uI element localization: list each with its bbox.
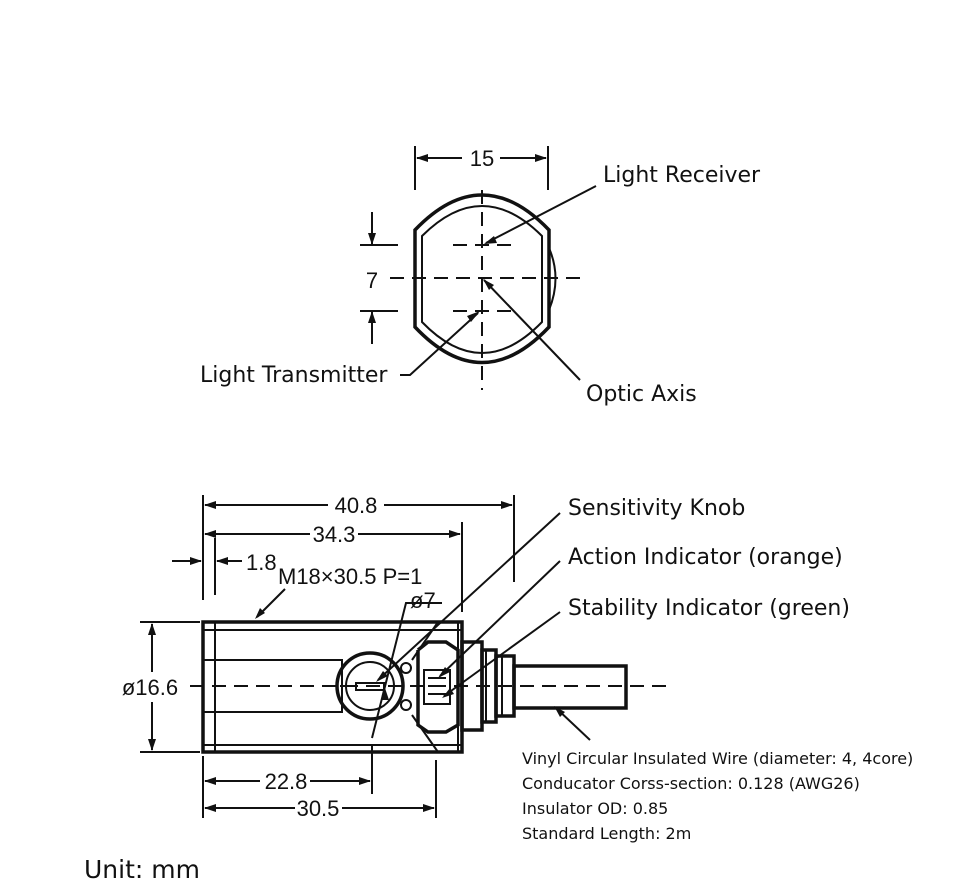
top-view: 15 7 Light Receiver Light Transmitter — [200, 146, 761, 407]
dim-total-label: 40.8 — [335, 493, 378, 518]
leader-optic-axis: Optic Axis — [483, 279, 697, 407]
dim-front-22-8: 22.8 — [202, 744, 373, 818]
label-optic-axis: Optic Axis — [586, 382, 697, 407]
wire-note-line: Standard Length: 2m — [522, 824, 691, 843]
dim-width-15: 15 — [414, 146, 549, 190]
thread-callout: M18×30.5 P=1 — [255, 564, 422, 619]
dim-front-label: 22.8 — [265, 769, 308, 794]
leader-sensitivity-knob: Sensitivity Knob — [376, 496, 745, 682]
label-light-transmitter: Light Transmitter — [200, 363, 388, 388]
wire-notes: Vinyl Circular Insulated Wire (diameter:… — [522, 749, 913, 843]
wire-note-line: Conducator Corss-section: 0.128 (AWG26) — [522, 774, 860, 793]
unit-label: Unit: mm — [84, 855, 200, 884]
dim-body-label: 34.3 — [313, 522, 356, 547]
dim-body-34-3: 34.3 — [204, 522, 463, 612]
dim-width-label: 15 — [470, 146, 494, 171]
label-sensitivity-knob: Sensitivity Knob — [568, 496, 745, 521]
dim-total-40-8: 40.8 — [202, 493, 515, 600]
side-view: 40.8 34.3 1.8 M18×30.5 P=1 — [122, 493, 850, 821]
dim-housing-30-5: 30.5 — [204, 760, 437, 821]
cable — [512, 664, 628, 710]
dim-diameter-16-6: ø16.6 — [122, 621, 200, 753]
top-view-centerlines — [390, 190, 580, 390]
leader-wire — [554, 706, 591, 741]
wire-note-line: Vinyl Circular Insulated Wire (diameter:… — [522, 749, 913, 768]
leader-stability-indicator: Stability Indicator (green) — [442, 596, 850, 698]
label-stability-indicator: Stability Indicator (green) — [568, 596, 850, 621]
label-action-indicator: Action Indicator (orange) — [568, 545, 843, 570]
dim-height-7: 7 — [360, 212, 398, 344]
dim-diameter-label: ø16.6 — [122, 675, 178, 700]
dim-housing-label: 30.5 — [297, 796, 340, 821]
knob-diameter-callout: ø7 — [371, 588, 442, 739]
dim-height-label: 7 — [366, 268, 378, 293]
leader-light-transmitter: Light Transmitter — [200, 311, 480, 388]
leader-action-indicator: Action Indicator (orange) — [438, 545, 843, 678]
leader-light-receiver: Light Receiver — [484, 163, 761, 244]
wire-note-line: Insulator OD: 0.85 — [522, 799, 668, 818]
dim-nut-1-8: 1.8 — [172, 538, 277, 595]
knob-diameter-label: ø7 — [410, 588, 436, 613]
thread-label: M18×30.5 P=1 — [278, 564, 422, 589]
label-light-receiver: Light Receiver — [603, 163, 761, 188]
dim-nut-label: 1.8 — [246, 550, 277, 575]
